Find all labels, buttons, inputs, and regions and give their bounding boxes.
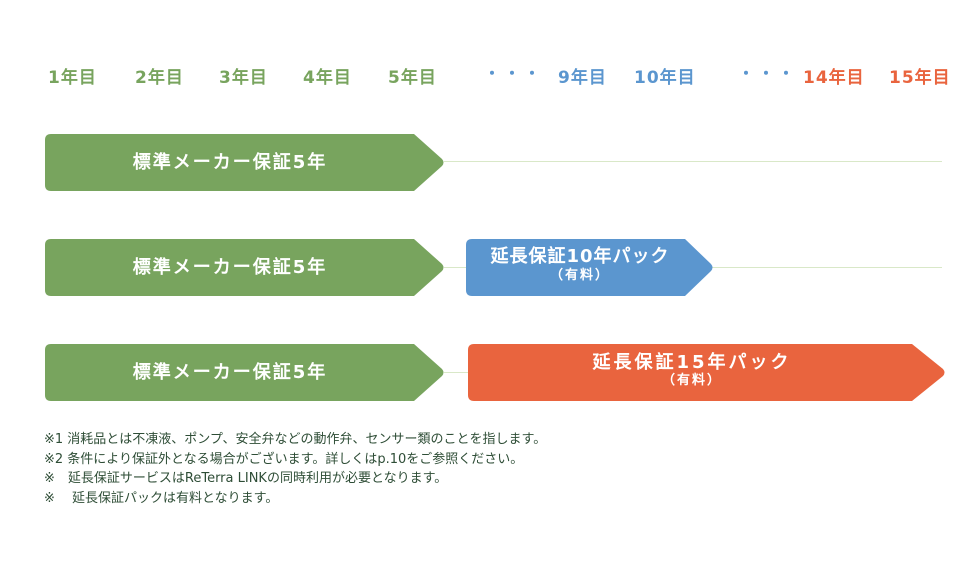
standard-warranty-arrow-2: 標準メーカー保証5年 [45, 239, 445, 296]
timeline-line-3 [444, 372, 474, 373]
arrow-shape [466, 239, 713, 296]
footnote-3: ※ 延長保証サービスはReTerra LINKの同時利用が必要となります。 [44, 471, 448, 486]
year-label-2: 2年目 [135, 68, 184, 88]
standard-warranty-label: 標準メーカー保証5年 [132, 362, 328, 383]
timeline-line-1 [444, 161, 942, 162]
standard-warranty-label: 標準メーカー保証5年 [132, 152, 328, 173]
standard-warranty-arrow-1: 標準メーカー保証5年 [45, 134, 445, 191]
year-label-10: 10年目 [634, 68, 696, 88]
extended-warranty-15-paid-note: （有料） [661, 373, 722, 388]
footnote-4: ※ 延長保証パックは有料となります。 [44, 490, 279, 506]
ellipsis-1: ・・・ [484, 64, 545, 83]
footnotes: ※1 消耗品とは不凍液、ポンプ、安全弁などの動作弁、センサー類のことを指します。… [44, 430, 546, 508]
year-label-1: 1年目 [48, 68, 97, 88]
year-label-14: 14年目 [803, 68, 865, 88]
standard-warranty-arrow-3: 標準メーカー保証5年 [45, 344, 445, 401]
arrow-shape [45, 344, 444, 401]
footnote-2: ※2 条件により保証外となる場合がございます。詳しくはp.10をご参照ください。 [44, 451, 524, 467]
year-label-4: 4年目 [303, 68, 352, 88]
arrow-shape [45, 239, 444, 296]
extended-warranty-10-paid-note: （有料） [549, 268, 610, 283]
year-label-5: 5年目 [388, 68, 437, 88]
arrow-shape [468, 344, 945, 401]
extended-warranty-15-arrow: 延長保証15年パック （有料） [468, 344, 948, 401]
year-label-3: 3年目 [219, 68, 268, 88]
extended-warranty-15-title: 延長保証15年パック [592, 352, 792, 373]
arrow-shape [45, 134, 444, 191]
extended-warranty-10-title: 延長保証10年パック [490, 246, 670, 267]
ellipsis-2: ・・・ [738, 64, 799, 83]
standard-warranty-label: 標準メーカー保証5年 [132, 257, 328, 278]
extended-warranty-10-arrow: 延長保証10年パック （有料） [466, 239, 716, 296]
year-label-15: 15年目 [889, 68, 951, 88]
footnote-1: ※1 消耗品とは不凍液、ポンプ、安全弁などの動作弁、センサー類のことを指します。 [44, 432, 547, 447]
year-label-9: 9年目 [558, 68, 607, 88]
